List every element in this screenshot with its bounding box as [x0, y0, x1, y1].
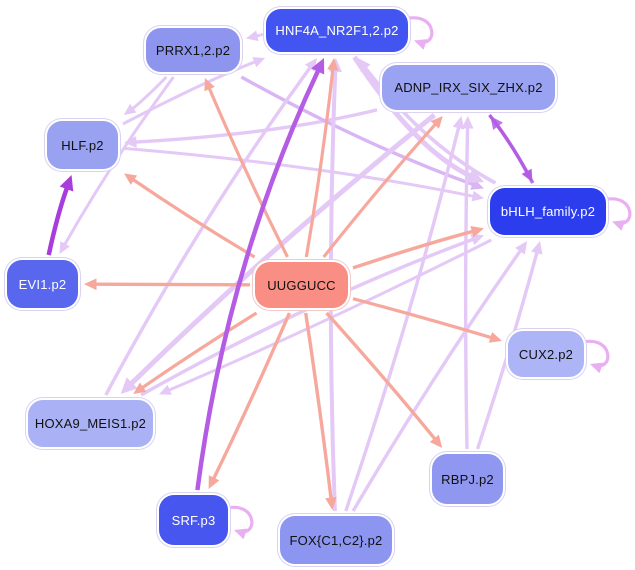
graph-node-fox[interactable]: FOX{C1,C2}.p2: [280, 516, 392, 564]
edge-uuggucc-adnp-arrowhead: [430, 116, 443, 129]
edge-uuggucc-hnf4a: [304, 66, 335, 258]
edge-prrx1-hlf-arrowhead: [123, 103, 137, 115]
edge-uuggucc-cux2-arrowhead: [488, 331, 502, 343]
graph-node-adnp[interactable]: ADNP_IRX_SIX_ZHX.p2: [382, 65, 555, 110]
graph-node-hlf[interactable]: HLF.p2: [47, 121, 118, 169]
edge-uuggucc-prrx1-arrowhead: [204, 78, 215, 92]
edge-rbpj-adnp-arrowhead: [461, 116, 474, 129]
edge-adnp-hoxa9-arrowhead: [120, 377, 138, 394]
edge-prrx1-evi1-arrowhead: [59, 241, 70, 254]
edge-uuggucc-hlf-arrowhead: [124, 173, 138, 185]
edge-adnp-bhlh: [488, 114, 530, 175]
self-loop-hnf4a-arrowhead: [414, 39, 428, 50]
graph-node-evi1[interactable]: EVI1.p2: [7, 260, 78, 308]
edge-uuggucc-cux2: [352, 297, 494, 340]
edge-hoxa9-bhlh: [140, 236, 476, 397]
edge-uuggucc-hnf4a-arrowhead: [327, 58, 339, 71]
edge-rbpj-adnp: [463, 125, 470, 450]
self-loop-bhlh-arrowhead: [612, 220, 626, 231]
edge-hlf-hnf4a-arrowhead: [252, 57, 266, 68]
edge-uuggucc-srf-arrowhead: [208, 475, 220, 489]
graph-node-uuggucc[interactable]: UUGGUCC: [255, 262, 348, 308]
edge-bhlh-hnf4a-arrowhead: [357, 58, 371, 72]
edge-evi1-hlf: [46, 184, 70, 256]
edge-rbpj-bhlh-arrowhead: [531, 241, 543, 255]
edge-uuggucc-rbpj-arrowhead: [429, 434, 443, 448]
graph-node-rbpj[interactable]: RBPJ.p2: [432, 454, 503, 504]
edge-fox-adnp-arrowhead: [452, 116, 465, 130]
edge-uuggucc-adnp: [322, 121, 438, 258]
edge-uuggucc-bhlh: [352, 229, 476, 270]
edge-uuggucc-prrx1: [206, 85, 289, 258]
edge-fox-adnp: [344, 124, 461, 512]
self-loop-srf-arrowhead: [234, 528, 248, 540]
edge-evi1-hlf-arrowhead: [59, 175, 74, 192]
edge-adnp-bhlh-arrowhead: [521, 168, 533, 182]
graph-node-srf[interactable]: SRF.p3: [159, 495, 228, 545]
edge-hlf-bhlh: [122, 146, 476, 199]
edge-fox-bhlh-arrowhead: [515, 241, 528, 255]
graph-node-cux2[interactable]: CUX2.p2: [508, 331, 584, 377]
self-loop-srf: [226, 505, 254, 534]
edge-bhlh-hoxa9: [166, 238, 492, 393]
edge-hlf-hnf4a: [122, 59, 258, 126]
edge-hnf4a-bhlh-arrowhead: [466, 168, 484, 183]
edge-uuggucc-fox: [304, 312, 333, 501]
edge-bhlh-hoxa9-arrowhead: [159, 384, 172, 395]
edge-srf-hnf4a: [195, 67, 322, 491]
edge-hnf4a-prrx1-arrowhead: [246, 30, 259, 42]
edge-adnp-hlf-arrowhead: [124, 136, 137, 148]
edge-uuggucc-srf: [211, 312, 291, 482]
edge-uuggucc-hoxa9-arrowhead: [133, 382, 147, 394]
graph-node-hnf4a[interactable]: HNF4A_NR2F1,2.p2: [266, 9, 408, 52]
self-loop-hnf4a: [406, 16, 434, 44]
graph-node-prrx1[interactable]: PRRX1,2.p2: [146, 28, 240, 72]
edge-hlf-bhlh-arrowhead: [471, 190, 484, 202]
edge-uuggucc-evi1-arrowhead: [84, 278, 97, 291]
edge-adnp-hlf: [133, 108, 378, 144]
edge-uuggucc-bhlh-arrowhead: [470, 225, 484, 238]
self-loop-bhlh: [604, 197, 632, 225]
edge-uuggucc-fox-arrowhead: [325, 496, 337, 510]
edge-srf-hnf4a-arrowhead: [311, 58, 325, 75]
edge-uuggucc-rbpj: [325, 311, 438, 442]
edge-fox-bhlh: [351, 247, 524, 512]
edge-adnp-hoxa9: [127, 113, 436, 388]
self-loop-cux2-arrowhead: [590, 362, 604, 374]
edge-hnf4a-bhlh: [352, 55, 475, 180]
edge-uuggucc-evi1: [93, 282, 251, 287]
edge-uuggucc-hlf: [130, 177, 256, 259]
edge-uuggucc-hoxa9: [139, 311, 258, 391]
graph-node-bhlh[interactable]: bHLH_family.p2: [490, 188, 606, 235]
edge-hoxa9-hnf4a: [104, 64, 313, 396]
graph-node-hoxa9[interactable]: HOXA9_MEIS1.p2: [28, 400, 153, 447]
self-loop-cux2: [582, 339, 610, 368]
